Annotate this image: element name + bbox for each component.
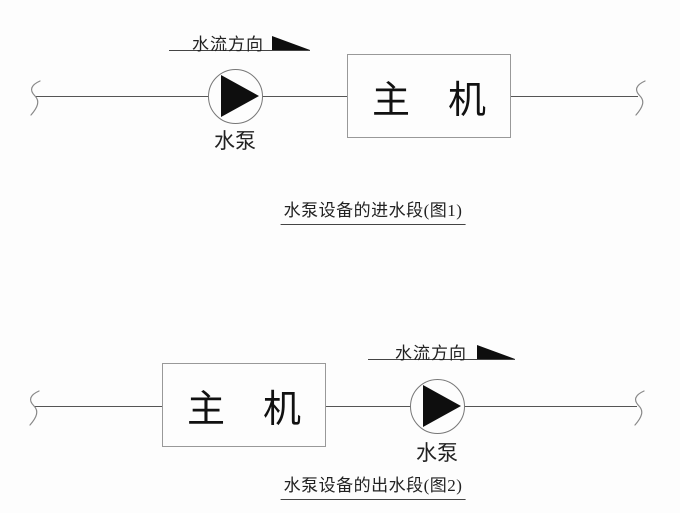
pipe-line: [35, 406, 637, 407]
pipe-line: [36, 96, 638, 97]
main-unit-box: 主 机: [162, 363, 326, 447]
figure1-caption: 水泵设备的进水段(图1): [280, 196, 466, 225]
flow-direction-underline: [169, 50, 310, 51]
main-unit-label: 主 机: [371, 79, 486, 122]
flow-direction-label: 水流方向: [192, 35, 264, 54]
flow-direction-underline: [368, 359, 515, 360]
flow-direction-label: 水流方向: [395, 344, 467, 363]
main-unit-box: 主 机: [347, 54, 511, 138]
pipe-break-icon: [635, 80, 646, 116]
flow-arrow-icon: [477, 345, 515, 359]
figure2-caption: 水泵设备的出水段(图2): [280, 471, 466, 500]
pump-label: 水泵: [416, 441, 458, 465]
pump-label: 水泵: [214, 129, 256, 153]
pipe-break-icon: [634, 390, 645, 426]
main-unit-label: 主 机: [186, 388, 301, 431]
pipe-break-icon: [30, 80, 41, 116]
pipe-break-icon: [29, 390, 40, 426]
